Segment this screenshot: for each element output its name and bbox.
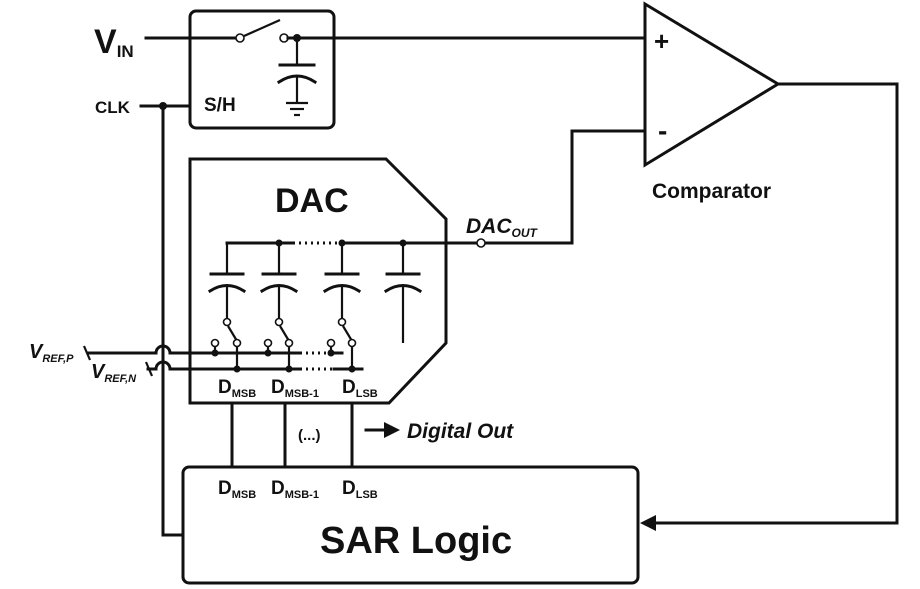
clk-to-sar-wire [161,104,185,537]
sar-logic-label: SAR Logic [320,520,512,562]
clk-label: CLK [95,98,131,117]
dac-d-msb1-label: DMSB-1 [271,377,319,400]
sar-d-msb1-label: DMSB-1 [271,478,319,501]
sw2-p-dot [264,349,272,357]
comparator-label: Comparator [652,180,771,203]
sw3-p-dot [327,349,335,357]
dac-switch-1 [210,317,242,348]
dac-capacitor-3 [322,243,362,318]
dacout-terminal [476,238,486,248]
vrefn-rail-hop [154,360,172,371]
sar-d-msb-label: DMSB [218,478,256,501]
vrefn-tick [144,361,154,377]
ellipsis-label: (...) [298,427,321,444]
feedback-wire [652,82,899,525]
dacout-label: DACOUT [466,215,539,240]
dac-capacitor-4 [383,243,423,343]
dac-block [188,157,448,405]
sh-switch-blade [243,18,281,38]
sw3-n-dot [348,365,356,373]
dac-d-lsb-label: DLSB [342,377,378,400]
sw2-n-dot [285,365,293,373]
dac-capacitor-2 [259,243,299,318]
sw1-p-dot [211,349,219,357]
comparator-plus-label: + [654,26,669,56]
digital-out-arrow-icon [384,422,400,438]
dacout-to-comparator-wire [483,129,647,245]
dac-switch-2 [263,317,294,348]
feedback-arrow-icon [640,515,656,531]
sh-switch-left-terminal [235,33,245,43]
dac-d-msb-label: DMSB [218,377,256,400]
sh-label: S/H [204,95,236,116]
vrefn-label: VREF,N [91,361,137,385]
vin-label: VIN [94,23,134,61]
sar-d-lsb-label: DLSB [342,478,378,501]
vrefp-tick [82,345,92,361]
vrefp-label: VREF,P [29,341,74,365]
comparator-minus-label: - [658,115,667,146]
digital-out-label: Digital Out [407,420,514,443]
comparator-block [643,1,781,168]
vrefp-rail-hop [154,344,172,355]
dac-capacitor-1 [207,243,247,318]
sar-logic-block [181,465,640,585]
dac-title: DAC [275,182,349,220]
sw1-n-dot [233,365,241,373]
dac-switch-3 [326,317,357,348]
